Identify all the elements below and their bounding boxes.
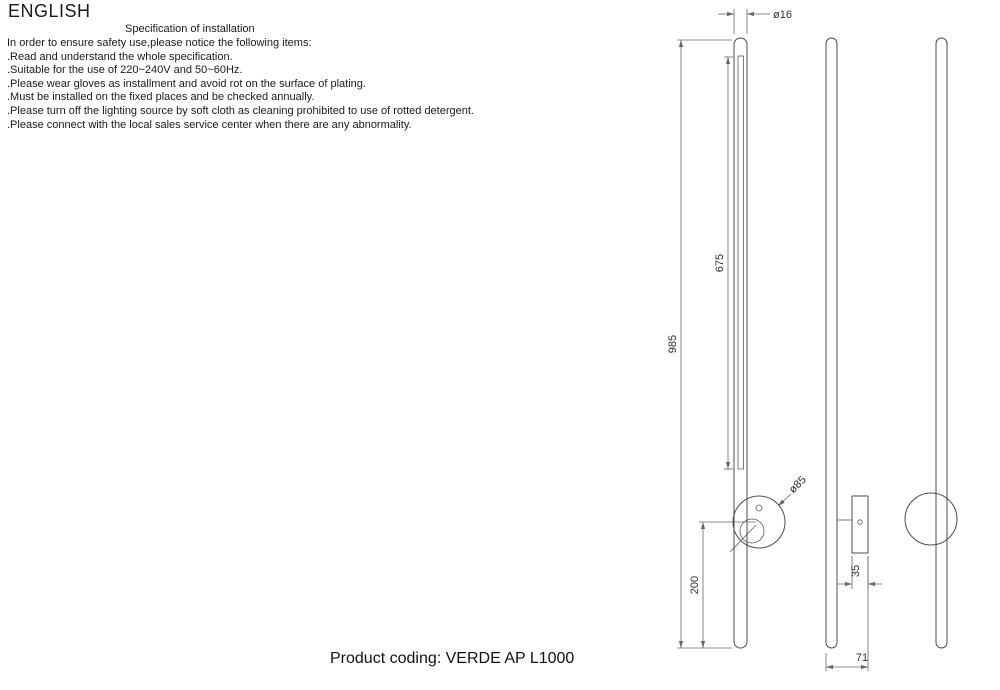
canopy-circle-back [904,492,958,546]
instruction-item: .Please wear gloves as installment and a… [7,77,366,90]
wall-bracket [851,495,869,554]
lamp-tube-front [733,37,748,649]
dimension-depth: 71 [825,556,869,671]
dimension-tube-diameter: ø16 [718,9,792,34]
language-heading: ENGLISH [8,1,91,21]
dim-label-led-length: 675 [714,254,726,272]
dim-label-total-height: 985 [667,335,679,353]
led-diffuser [737,55,744,470]
instruction-item: .Please connect with the local sales ser… [7,118,412,131]
instruction-item: .Suitable for the use of 220~240V and 50… [7,64,243,77]
bracket-screw [857,519,863,525]
screw-circle [755,504,763,512]
dimension-total-height: 985 [667,39,732,649]
instruction-intro: In order to ensure safety use,please not… [7,37,312,49]
dim-label-depth: 71 [856,652,868,664]
canopy-leader-line [729,524,757,553]
canopy-inner-circle [739,518,765,544]
side-view [825,37,869,649]
instruction-item: .Please turn off the lighting source by … [7,104,474,117]
dimension-led-length: 675 [714,56,733,470]
dim-label-center-to-bottom: 200 [689,576,701,594]
lamp-tube-back [935,37,948,649]
dim-label-tube-diameter: ø16 [773,9,792,21]
back-view [904,37,958,649]
dim-label-bracket-width: 35 [850,565,862,577]
dimension-center-to-bottom: 200 [689,521,756,648]
front-view [729,37,786,649]
installation-instructions: In order to ensure safety use,please not… [7,37,474,132]
instruction-item: .Read and understand the whole specifica… [7,50,233,63]
dimension-canopy-diameter: ø85 [777,474,809,507]
product-coding: Product coding: VERDE AP L1000 [330,650,575,667]
instruction-item: .Must be installed on the fixed places a… [7,91,315,104]
lamp-tube-side [825,37,838,649]
dimension-bracket-width: 35 [838,556,882,589]
dim-label-canopy-diameter: ø85 [787,474,809,496]
spec-title: Specification of installation [125,23,255,35]
